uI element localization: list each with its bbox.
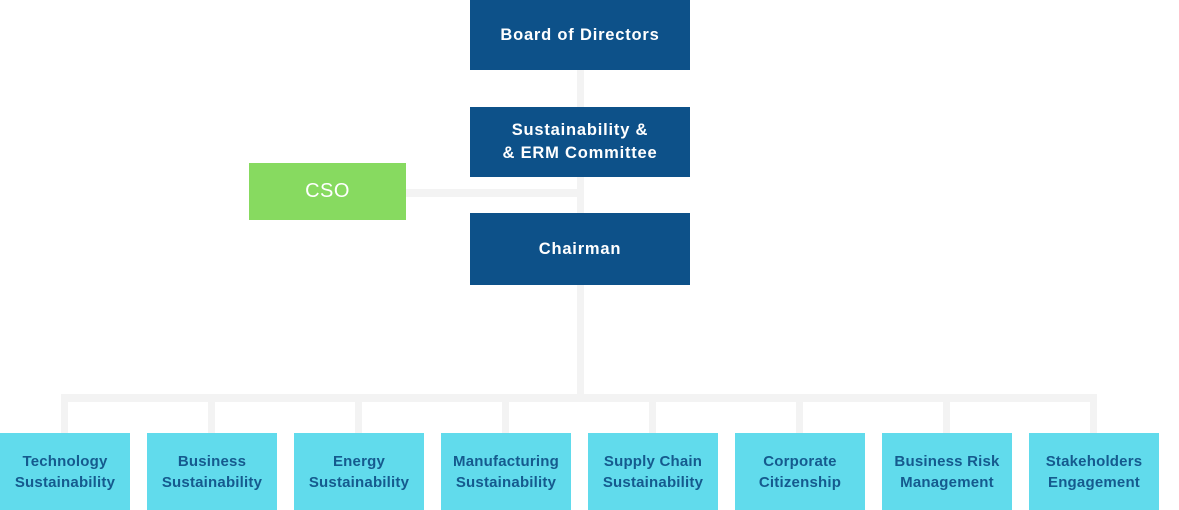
node-stakeholders-engagement: Stakeholders Engagement <box>1029 433 1159 510</box>
connector-stub-corporate <box>796 402 803 433</box>
dept-label-line2: Sustainability <box>602 474 704 491</box>
connector-cso-branch <box>406 189 584 197</box>
node-chairman-label: Chairman <box>538 239 622 258</box>
dept-label-line2: Citizenship <box>758 474 842 491</box>
node-technology-sustainability: Technology Sustainability <box>0 433 130 510</box>
connector-board-to-committee <box>577 70 584 107</box>
dept-label-line1: Business Risk <box>894 453 1000 470</box>
connector-stub-supply-chain <box>649 402 656 433</box>
node-business-risk-management: Business Risk Management <box>882 433 1012 510</box>
connector-chairman-to-bar <box>577 285 584 402</box>
node-business-sustainability: Business Sustainability <box>147 433 277 510</box>
connector-stub-manufacturing <box>502 402 509 433</box>
dept-label-line2: Engagement <box>1047 474 1140 491</box>
dept-label-line2: Sustainability <box>455 474 557 491</box>
node-manufacturing-sustainability: Manufacturing Sustainability <box>441 433 571 510</box>
dept-label-line1: Manufacturing <box>453 453 559 470</box>
dept-label-line2: Sustainability <box>14 474 116 491</box>
node-committee-label-line1: Sustainability & <box>511 121 649 139</box>
node-cso-label: CSO <box>305 180 350 202</box>
dept-label-line2: Management <box>900 474 994 491</box>
dept-label-line1: Corporate <box>763 453 837 470</box>
node-sustainability-erm-committee: Sustainability & & ERM Committee <box>470 107 690 177</box>
connector-stub-technology <box>61 402 68 433</box>
connector-stub-energy <box>355 402 362 433</box>
dept-label-line2: Sustainability <box>161 474 263 491</box>
dept-label-line1: Energy <box>332 453 386 470</box>
node-board-of-directors: Board of Directors <box>470 0 690 70</box>
connector-horizontal-bar <box>61 394 1097 402</box>
connector-stub-business <box>208 402 215 433</box>
dept-label-line2: Sustainability <box>308 474 410 491</box>
connector-stub-business-risk <box>943 402 950 433</box>
node-cso: CSO <box>249 163 406 220</box>
node-supply-chain-sustainability: Supply Chain Sustainability <box>588 433 718 510</box>
dept-label-line1: Technology <box>22 453 108 470</box>
node-chairman: Chairman <box>470 213 690 285</box>
node-committee-label-line2: & ERM Committee <box>502 144 658 162</box>
node-board-label: Board of Directors <box>500 25 660 44</box>
node-energy-sustainability: Energy Sustainability <box>294 433 424 510</box>
dept-label-line1: Stakeholders <box>1045 453 1143 470</box>
connector-stub-stakeholders <box>1090 402 1097 433</box>
dept-label-line1: Supply Chain <box>603 453 703 470</box>
node-corporate-citizenship: Corporate Citizenship <box>735 433 865 510</box>
dept-label-line1: Business <box>177 453 247 470</box>
